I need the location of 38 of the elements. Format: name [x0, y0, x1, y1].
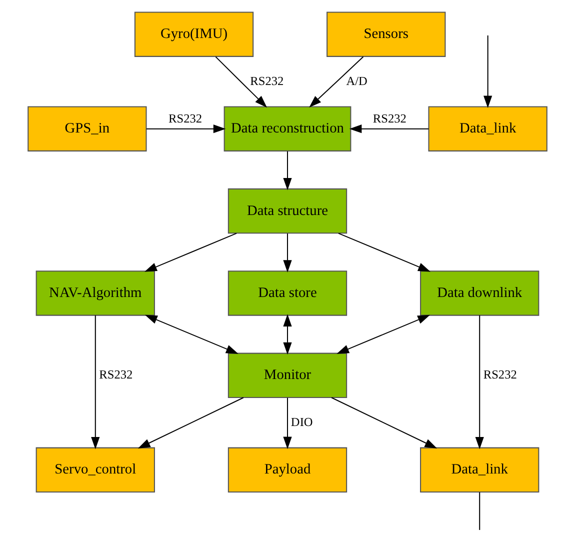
node-box: Gyro(IMU)	[134, 12, 254, 57]
arrow	[146, 124, 226, 134]
edge-label: RS232	[98, 368, 132, 382]
node-box: Data_link	[428, 106, 547, 152]
arrow	[144, 232, 236, 272]
arrow	[338, 232, 430, 272]
arrow	[282, 151, 292, 190]
node-box: Servo_control	[35, 447, 154, 493]
node-box: Payload	[227, 447, 347, 493]
arrow	[282, 314, 292, 355]
edge-label: RS232	[372, 111, 406, 126]
arrow	[308, 56, 364, 108]
arrow	[282, 398, 292, 450]
edge-label: RS232	[168, 111, 202, 126]
node-box: Data downlink	[420, 270, 539, 316]
arrow	[214, 56, 267, 108]
edge-label: A/D	[346, 74, 367, 88]
arrow	[348, 124, 428, 134]
arrow	[483, 35, 492, 108]
node-box: Data reconstruction	[223, 106, 351, 152]
arrow	[144, 314, 238, 354]
node-box: Monitor	[227, 352, 347, 398]
connector	[478, 492, 480, 530]
arrow	[330, 397, 437, 448]
node-box: Data structure	[227, 188, 347, 234]
node-box: Data_link	[420, 447, 539, 493]
node-box: Data store	[227, 270, 347, 316]
arrow	[282, 234, 292, 272]
arrow	[137, 397, 244, 448]
arrow	[474, 315, 484, 450]
edge-label: RS232	[250, 74, 284, 88]
node-box: Sensors	[326, 12, 446, 57]
arrow	[336, 314, 430, 354]
node-box: NAV-Algorithm	[35, 270, 154, 316]
arrow	[90, 315, 100, 450]
node-box: GPS_in	[27, 106, 146, 152]
edge-label: DIO	[290, 414, 312, 429]
edge-label: RS232	[482, 368, 516, 382]
